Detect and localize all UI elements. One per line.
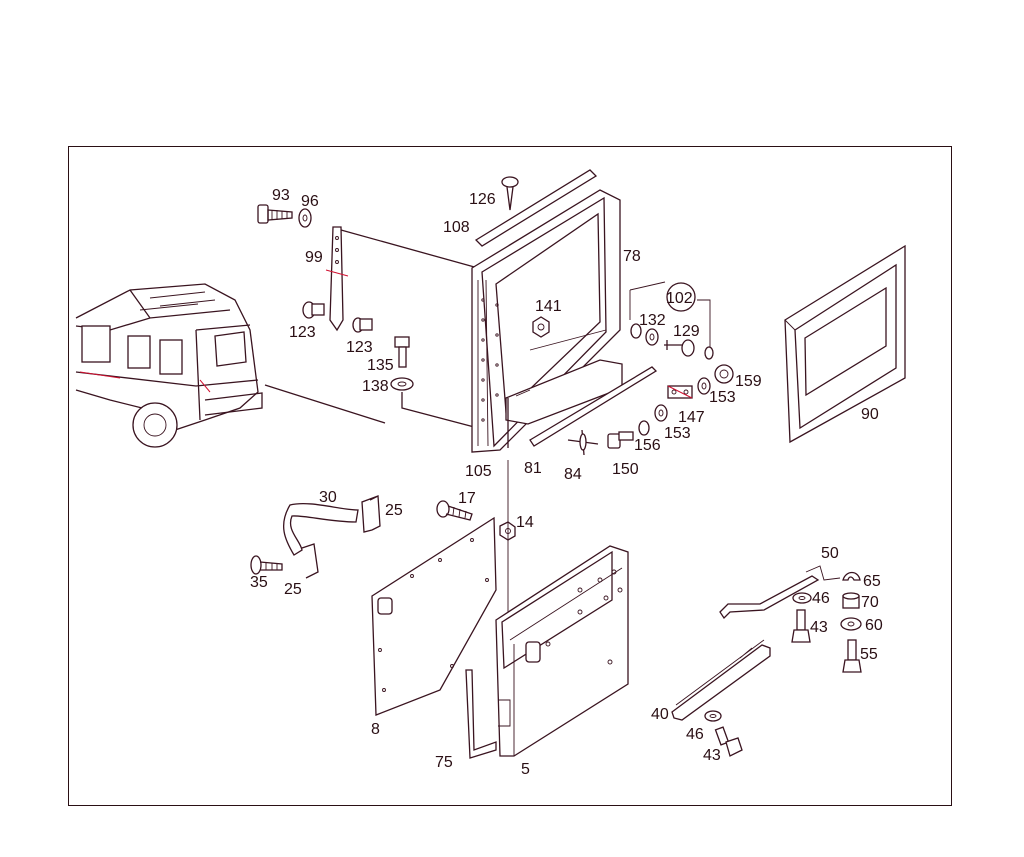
part-25-clip-a — [361, 494, 381, 533]
label-8: 8 — [371, 721, 380, 738]
part-141-nut — [532, 316, 550, 338]
label-17: 17 — [458, 490, 476, 507]
label-141: 141 — [535, 298, 562, 315]
label-123-a: 123 — [289, 324, 316, 341]
label-43-a: 43 — [810, 619, 828, 636]
label-43-b: 43 — [703, 747, 721, 764]
part-43-bolt-b — [714, 726, 743, 757]
part-46-washer-a — [792, 592, 812, 604]
label-70: 70 — [861, 594, 879, 611]
label-129: 129 — [673, 323, 700, 340]
label-153-a: 153 — [709, 389, 736, 406]
label-35: 35 — [250, 574, 268, 591]
label-150: 150 — [612, 461, 639, 478]
label-78: 78 — [623, 248, 641, 265]
label-147: 147 — [678, 409, 705, 426]
part-40-rail — [671, 639, 771, 721]
label-46-b: 46 — [686, 726, 704, 743]
label-75: 75 — [435, 754, 453, 771]
part-159-nut — [714, 364, 734, 384]
part-138-washer — [390, 377, 479, 429]
part-5-door — [495, 545, 629, 757]
part-75-strip — [465, 669, 497, 759]
diagram-frame — [68, 146, 952, 806]
part-60-washer — [840, 617, 862, 631]
part-108-strip — [474, 169, 598, 247]
part-84-clip — [567, 429, 599, 456]
label-159: 159 — [735, 373, 762, 390]
part-96-washer — [298, 208, 312, 228]
part-102-group — [629, 281, 714, 360]
part-99-strap — [325, 226, 479, 332]
part-156-washer — [638, 420, 650, 436]
part-150-bolt — [607, 431, 634, 449]
part-81-bar — [529, 366, 658, 447]
label-123-b: 123 — [346, 339, 373, 356]
label-138: 138 — [362, 378, 389, 395]
label-40: 40 — [651, 706, 669, 723]
label-50: 50 — [821, 545, 839, 562]
label-14: 14 — [516, 514, 534, 531]
label-126: 126 — [469, 191, 496, 208]
label-102: 102 — [666, 290, 693, 307]
part-8-panel — [371, 516, 497, 716]
label-84: 84 — [564, 466, 582, 483]
part-14-nut — [499, 521, 516, 541]
label-65: 65 — [863, 573, 881, 590]
part-90-window — [784, 244, 906, 444]
label-55: 55 — [860, 646, 878, 663]
part-126-screw — [501, 176, 519, 211]
label-96: 96 — [301, 193, 319, 210]
vehicle-illustration — [75, 283, 386, 448]
label-25-a: 25 — [385, 502, 403, 519]
part-147-hinge — [667, 385, 693, 399]
label-90: 90 — [861, 406, 879, 423]
part-46-washer-b — [704, 710, 722, 722]
part-123-pin-a — [302, 301, 325, 319]
label-93: 93 — [272, 187, 290, 204]
label-99: 99 — [305, 249, 323, 266]
label-108: 108 — [443, 219, 470, 236]
part-17-screw — [436, 500, 473, 521]
part-25-clip-b — [301, 543, 319, 579]
part-35-screw — [250, 555, 283, 575]
label-105: 105 — [465, 463, 492, 480]
part-123-pin-b — [352, 317, 373, 333]
label-132: 132 — [639, 312, 666, 329]
part-70-bush — [842, 592, 860, 609]
part-labels: 93 96 126 108 78 99 102 141 132 129 123 … — [250, 187, 883, 778]
part-43-bolt-a — [791, 609, 811, 643]
label-153-b: 153 — [664, 425, 691, 442]
part-153-washer-a — [697, 377, 711, 395]
label-5: 5 — [521, 761, 530, 778]
part-93-bolt — [257, 204, 293, 224]
part-153-washer-b — [654, 404, 668, 422]
part-55-bolt — [842, 639, 862, 673]
label-135: 135 — [367, 357, 394, 374]
label-60: 60 — [865, 617, 883, 634]
label-46-a: 46 — [812, 590, 830, 607]
part-135-bolt — [394, 336, 410, 368]
label-30: 30 — [319, 489, 337, 506]
label-81: 81 — [524, 460, 542, 477]
part-50-rod — [719, 565, 841, 620]
part-65-clip — [842, 571, 861, 581]
label-156: 156 — [634, 437, 661, 454]
label-25-b: 25 — [284, 581, 302, 598]
part-30-strap — [282, 502, 359, 556]
